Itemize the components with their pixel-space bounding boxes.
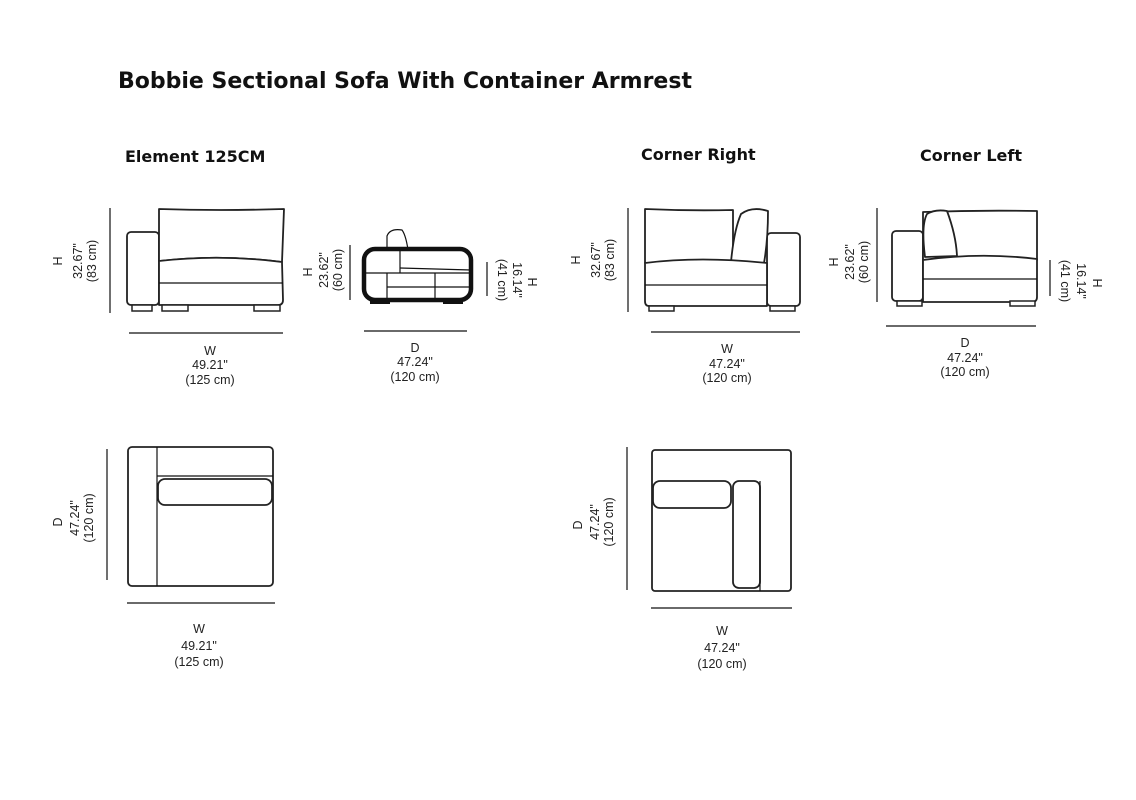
dim-value: (60 cm) — [331, 249, 345, 291]
dim-value: (125 cm) — [174, 655, 223, 669]
dim-value: 32.67" — [71, 243, 85, 279]
dim-label: W — [721, 342, 733, 356]
dim-value: (41 cm) — [1058, 260, 1072, 302]
dim-label: D — [410, 341, 419, 355]
dim-value: 47.24" — [397, 355, 433, 369]
corner-right-top-drawing — [651, 449, 792, 592]
corner-right-front-drawing — [644, 208, 801, 312]
dim-value: (120 cm) — [697, 657, 746, 671]
dim-value: (120 cm) — [702, 371, 751, 385]
dim-value: 23.62" — [843, 244, 857, 280]
corner-left-front-drawing — [891, 209, 1038, 307]
dim-label: D — [960, 336, 969, 350]
dim-label: H — [827, 257, 841, 266]
heading-corner-right: Corner Right — [641, 145, 756, 164]
dim-value: 49.21" — [181, 639, 217, 653]
dim-value: (120 cm) — [390, 370, 439, 384]
element-front-drawing — [126, 208, 285, 312]
dim-value: (120 cm) — [602, 497, 616, 546]
dim-label: W — [193, 622, 205, 636]
dim-value: 47.24" — [704, 641, 740, 655]
dim-value: 47.24" — [588, 504, 602, 540]
dim-value: 47.24" — [947, 351, 983, 365]
dim-label: H — [301, 267, 315, 276]
dim-value: 23.62" — [317, 252, 331, 288]
dim-label: H — [569, 255, 583, 264]
dim-value: (120 cm) — [940, 365, 989, 379]
dim-label: W — [716, 624, 728, 638]
dim-label: D — [571, 520, 585, 529]
dim-value: 16.14" — [1074, 263, 1088, 299]
dim-value: 49.21" — [192, 358, 228, 372]
dim-value: (60 cm) — [857, 241, 871, 283]
dim-label: W — [204, 344, 216, 358]
dim-label: H — [51, 256, 65, 265]
dim-label: H — [1090, 278, 1104, 287]
dim-label: H — [525, 277, 539, 286]
heading-corner-left: Corner Left — [920, 146, 1022, 165]
dim-label: D — [51, 517, 65, 526]
dim-value: (83 cm) — [603, 239, 617, 281]
dim-value: 16.14" — [510, 262, 524, 298]
heading-element-125: Element 125CM — [125, 147, 265, 166]
dim-value: 47.24" — [68, 500, 82, 536]
element-side-drawing — [361, 229, 474, 304]
dim-value: (83 cm) — [85, 240, 99, 282]
dim-value: 47.24" — [709, 357, 745, 371]
element-top-drawing — [127, 446, 274, 587]
dim-value: 32.67" — [589, 242, 603, 278]
page-title: Bobbie Sectional Sofa With Container Arm… — [118, 69, 692, 94]
dim-value: (125 cm) — [185, 373, 234, 387]
dim-value: (120 cm) — [82, 493, 96, 542]
dim-value: (41 cm) — [495, 259, 509, 301]
